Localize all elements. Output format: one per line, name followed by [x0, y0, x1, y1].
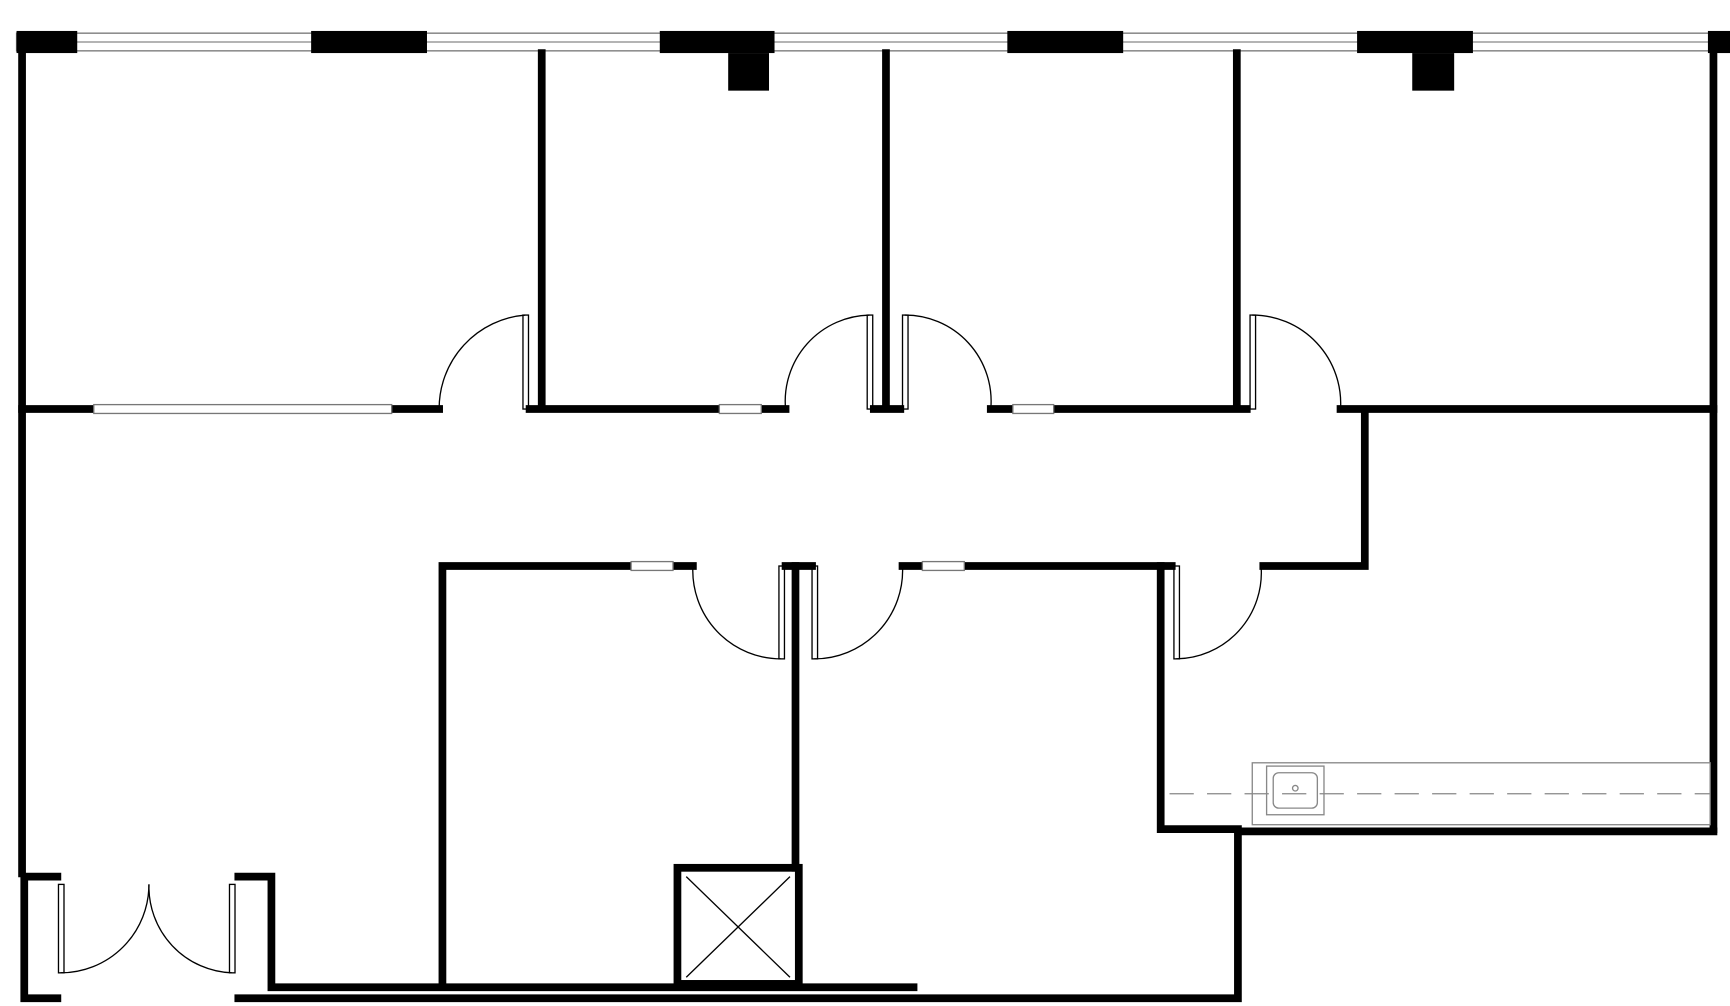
entry-double-door: [57, 883, 236, 974]
exterior-window-band: [15, 32, 1730, 52]
door-office-3: [901, 314, 992, 410]
exterior-piers: [16, 30, 1730, 91]
sink-icon: [1265, 765, 1325, 816]
door-office-4: [1249, 314, 1342, 410]
upper-offices-walls: [18, 49, 1718, 415]
door-office-2: [784, 314, 874, 410]
elevator-shaft: [673, 863, 803, 988]
lower-rooms-walls: [438, 407, 1369, 988]
kitchen-counter: [1169, 762, 1711, 826]
door-office-1: [438, 314, 530, 410]
exterior-walls: [18, 45, 1718, 1003]
door-lower-2: [811, 565, 904, 660]
door-lower-3: [1173, 565, 1263, 660]
doors: [57, 314, 1342, 974]
door-lower-1: [692, 565, 786, 660]
